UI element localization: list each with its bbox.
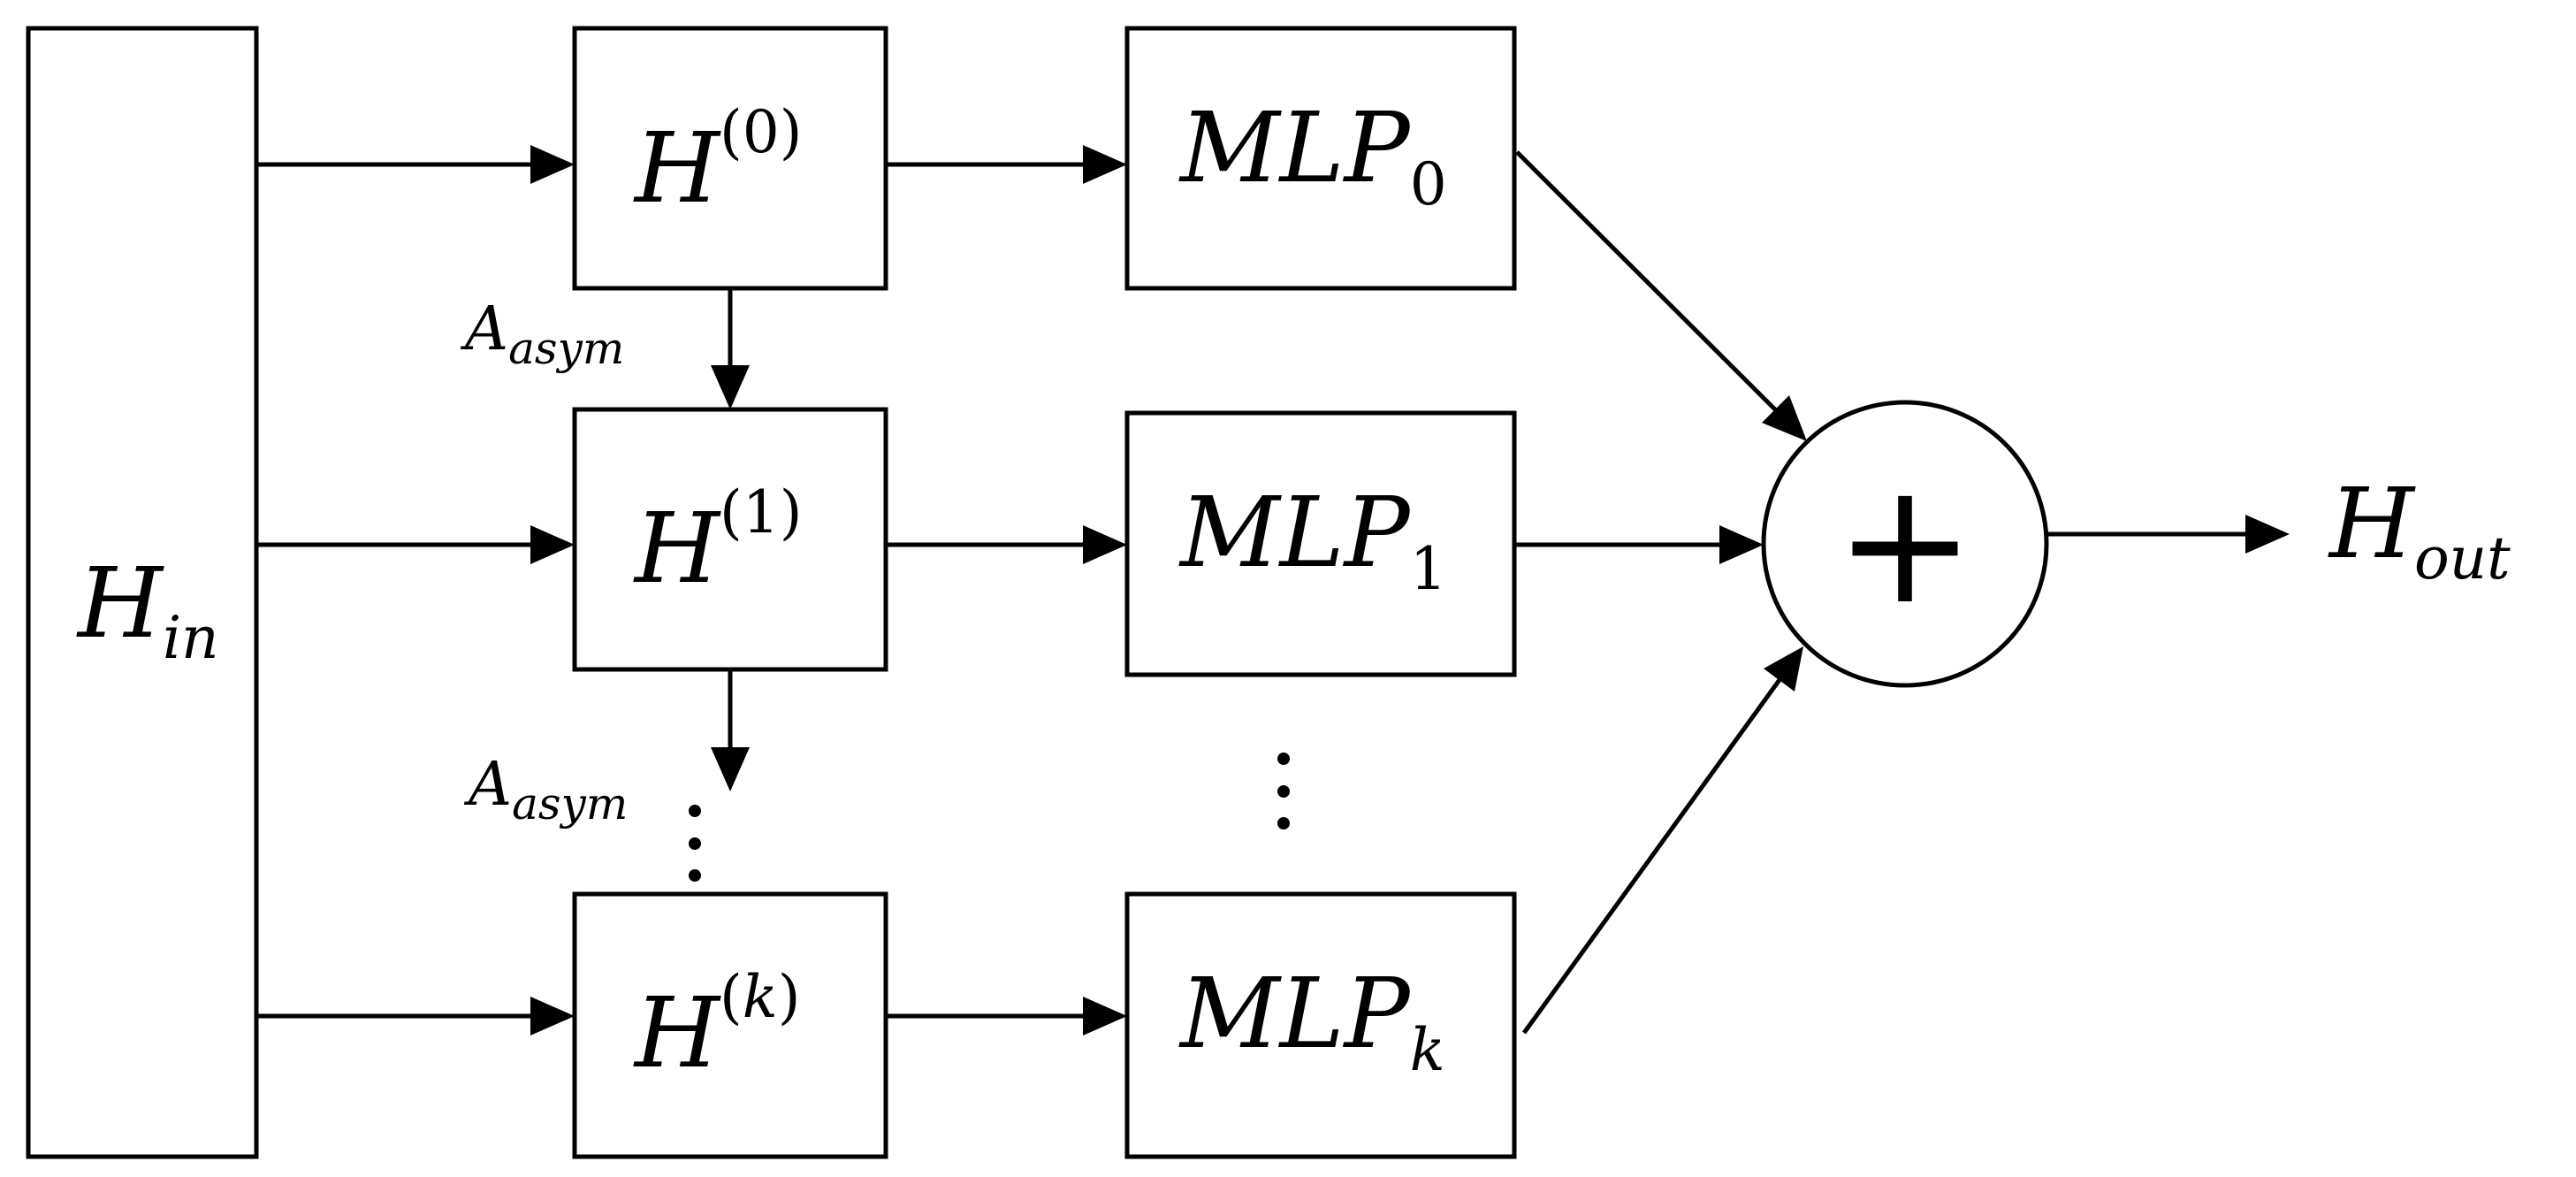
hop-0-base: H (633, 111, 721, 225)
hop-k-sup-open: ( (720, 963, 743, 1031)
mlp-block-0: MLP0 (1124, 26, 1517, 291)
arrow-input-to-hop-k (256, 997, 575, 1036)
mlp-0-sub: 0 (1410, 150, 1447, 218)
propagation-2-base: A (463, 750, 512, 820)
output-label-sub: out (2414, 524, 2511, 592)
svg-text:MLP1: MLP1 (1178, 476, 1447, 603)
mlp-1-sub: 1 (1410, 535, 1447, 603)
hop-k-sup: k (743, 963, 778, 1031)
propagation-1-base: A (460, 294, 508, 364)
arrow-hop-1-to-next (711, 669, 750, 791)
hop-0-sup-open: ( (720, 98, 743, 166)
hop-k-sup-close: ) (778, 963, 801, 1031)
hop-k-base: H (633, 976, 721, 1089)
hop-ellipsis (689, 805, 701, 882)
hop-block-1: H(1) (572, 407, 888, 672)
input-label-base: H (76, 546, 164, 660)
hop-0-sup-close: ) (780, 98, 803, 166)
svg-text:MLPk: MLPk (1178, 957, 1445, 1084)
propagation-label-2: Aasym (463, 750, 628, 829)
hop-1-sup-close: ) (780, 478, 803, 546)
mlp-0-base: MLP (1178, 91, 1412, 204)
mlp-k-base: MLP (1178, 957, 1412, 1070)
arrow-mlp-k-to-sum (1521, 646, 1803, 1035)
propagation-label-1: Aasym (460, 294, 624, 374)
propagation-1-sub: asym (508, 323, 624, 374)
mlp-1-base: MLP (1178, 476, 1412, 589)
arrow-mlp-1-to-sum (1514, 525, 1764, 564)
hop-0-sup: 0 (743, 98, 780, 166)
arrow-hop-1-to-mlp-1 (886, 525, 1127, 564)
mlp-ellipsis (1277, 753, 1290, 829)
hop-block-0: H(0) (572, 26, 888, 291)
mlp-block-k: MLPk (1124, 891, 1517, 1159)
arrow-mlp-0-to-sum (1515, 150, 1807, 441)
svg-text:H(0): H(0) (633, 98, 802, 225)
hop-1-sup: 1 (743, 478, 780, 546)
arrow-hop-0-to-mlp-0 (886, 145, 1127, 184)
sum-node: + (1761, 400, 2049, 688)
input-block: Hin (26, 26, 259, 1159)
svg-text:H(k): H(k) (633, 963, 800, 1089)
svg-text:Hin: Hin (76, 546, 219, 672)
hop-block-k: H(k) (572, 891, 888, 1159)
input-label-sub: in (163, 604, 219, 672)
output-label-base: H (2328, 467, 2416, 580)
propagation-2-sub: asym (512, 778, 628, 829)
output-label: Hout (2328, 467, 2511, 592)
svg-text:MLP0: MLP0 (1178, 91, 1447, 218)
hop-1-sup-open: ( (720, 478, 743, 546)
hop-1-base: H (633, 492, 721, 605)
arrow-sum-to-output (2046, 515, 2290, 554)
arrow-input-to-hop-1 (256, 525, 575, 564)
arrow-input-to-hop-0 (256, 145, 575, 184)
arrow-hop-0-to-hop-1 (711, 288, 750, 409)
mlp-block-1: MLP1 (1124, 410, 1517, 677)
svg-text:H(1): H(1) (633, 478, 802, 605)
plus-icon: + (1834, 446, 1975, 641)
mlp-k-sub: k (1410, 1016, 1445, 1084)
arrow-hop-k-to-mlp-k (886, 997, 1127, 1036)
